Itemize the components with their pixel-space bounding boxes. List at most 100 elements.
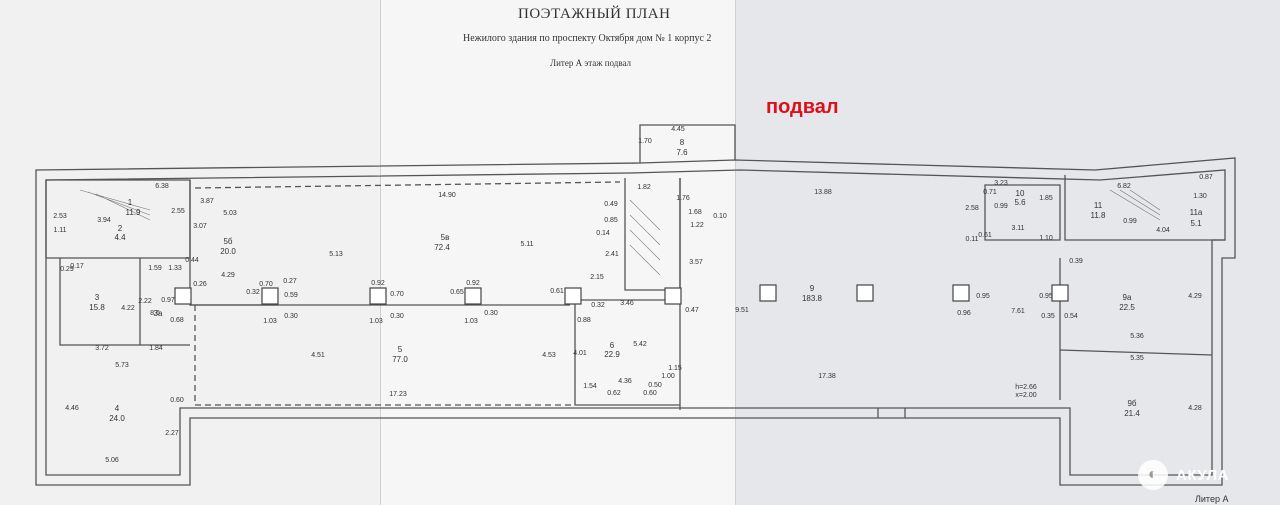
room-area: 5.6 [1014,198,1026,207]
dimension: 2.53 [53,213,67,220]
dimension: 0.95 [1039,293,1053,300]
paper-fold [380,0,381,505]
room-number: 5в [441,233,450,242]
dimension: 1.11 [53,227,66,234]
dimension: 0.87 [1199,174,1213,181]
dimension: 3.87 [200,198,214,205]
paper-sheet-middle [380,0,735,505]
dimension: 2.41 [605,251,619,258]
dimension: 0.88 [577,317,591,324]
room-area: 7.6 [676,148,688,157]
dimension: 5.73 [115,362,129,369]
dimension: 0.68 [170,317,184,324]
dimension: 0.61 [978,232,992,239]
dimension: 0.70 [259,281,273,288]
dimension: 0.62 [607,390,621,397]
dimension: 0.96 [957,310,971,317]
dimension: 0.30 [484,310,498,317]
dimension: 4.28 [1188,405,1202,412]
dimension: 5.13 [329,251,343,258]
plan-floor-label: Литер А этаж подвал [550,58,632,68]
room-number: 8 [680,138,685,147]
dimension: 0.17 [70,263,84,270]
dimension: 1.03 [369,318,383,325]
room-number: 6 [610,341,615,350]
room-area: 11.9 [126,208,142,217]
dimension: 0.14 [596,230,610,237]
room-area: 24.0 [109,414,125,423]
room-number: 5 [398,345,403,354]
room-area: 21.4 [1124,409,1140,418]
dimension: 5.06 [105,457,119,464]
dimension: 0.50 [648,382,662,389]
dimension: 4.29 [1188,293,1202,300]
plan-walls [35,124,1236,486]
dimension: 5.11 [520,241,533,248]
dimension: 0.39 [1069,258,1083,265]
room-number: 9 [810,284,815,293]
floor-badge: подвал [766,96,839,118]
room-area: 8.6 [150,310,160,317]
dimension: 4.51 [311,352,325,359]
dimension: 1.15 [668,365,682,372]
dimension: 0.30 [284,313,298,320]
room-number: 4 [115,404,120,413]
dimension: 17.23 [389,391,407,398]
dimension: 0.60 [170,397,184,404]
logo-text: АКУЛА [1176,466,1229,484]
dimension: 1.10 [1039,235,1053,242]
paper-fold [735,0,736,505]
dimension: 3.57 [689,259,703,266]
dimension: 4.36 [618,378,632,385]
room-number: 11а [1190,208,1203,217]
dimension: 0.10 [713,213,727,220]
dimension: 0.60 [643,390,657,397]
dimension: 0.92 [371,280,385,287]
dimension: 0.65 [450,289,464,296]
dimension: 4.29 [221,272,235,279]
dimension: 6.82 [1117,183,1131,190]
dimension: h=2.66 [1015,384,1037,391]
room-number: 2 [118,224,123,233]
dimension: 9.51 [735,307,749,314]
dimension: 0.54 [1064,313,1078,320]
dimension: 0.47 [685,307,699,314]
room-area: 5.1 [1190,219,1202,228]
room-area: 15.8 [89,303,105,312]
room-area: 22.5 [1119,303,1135,312]
dimension: 2.55 [171,208,185,215]
dimension: 0.95 [976,293,990,300]
dimension: 4.53 [542,352,556,359]
dimension: 3.94 [97,217,111,224]
room-number: 10 [1016,189,1025,198]
dimension: 0.26 [193,281,207,288]
dimension: 7.61 [1011,308,1025,315]
dimension: 1.76 [676,195,690,202]
plan-subtitle: Нежилого здания по проспекту Октября дом… [463,33,712,44]
dimension: 3.07 [193,223,207,230]
dimension: 0.30 [390,313,404,320]
dimension: 0.35 [1041,313,1055,320]
dimension: 1.00 [661,373,675,380]
dimension: 17.38 [818,373,836,380]
dimension: 1.03 [464,318,478,325]
dimension: x=2.00 [1015,392,1036,399]
room-area: 20.0 [220,247,236,256]
dimension: 0.97 [161,297,175,304]
dimension: 0.92 [466,280,480,287]
room-number: 5б [223,237,232,246]
dimension: 1.84 [149,345,163,352]
dimension: 0.99 [1123,218,1137,225]
dimension: 0.59 [284,292,298,299]
footer-label: Литер А [1195,494,1229,504]
room-number: 3 [95,293,100,302]
room-area: 22.9 [604,350,620,359]
dimension: 5.35 [1130,355,1144,362]
room-number: 1 [128,198,133,207]
dimension: 0.29 [60,266,74,273]
dimension: 0.32 [246,289,260,296]
room-number: 9б [1127,399,1136,408]
room-number: 11 [1094,201,1103,210]
dimension: 4.45 [671,126,685,133]
